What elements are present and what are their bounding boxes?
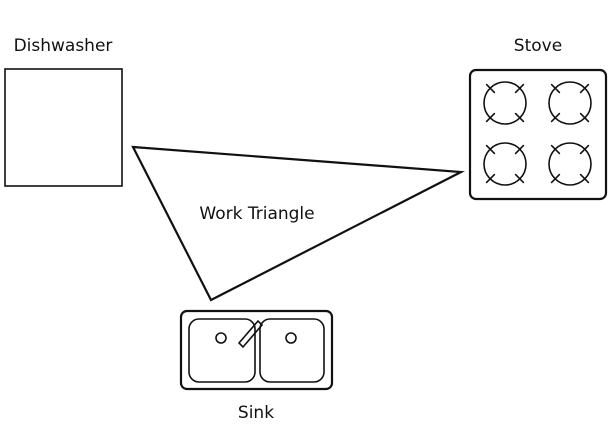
burner-ring — [483, 142, 527, 186]
sink-label: Sink — [238, 403, 274, 423]
burner-grate-tab — [579, 112, 590, 123]
stove: Stove — [468, 36, 608, 201]
burner-grate-tab — [550, 144, 561, 155]
sink-drain-left — [215, 332, 227, 344]
sink-outer-rim — [179, 309, 334, 391]
burner-grate-tab — [485, 173, 496, 184]
sink-basin-right — [259, 318, 325, 383]
sink-basin-left — [188, 318, 256, 383]
burner-grate-tab — [485, 83, 496, 94]
burner-grate-tab — [514, 112, 525, 123]
stove-burners — [483, 81, 592, 186]
sink: Sink — [179, 309, 334, 423]
burner-4 — [548, 142, 592, 186]
dishwasher-box — [4, 68, 123, 187]
burner-3 — [483, 142, 527, 186]
burner-grate-tab — [579, 144, 590, 155]
stove-label: Stove — [514, 36, 562, 56]
burner-grate-tab — [514, 173, 525, 184]
burner-1 — [483, 81, 527, 125]
burner-grate-tab — [485, 144, 496, 155]
burner-grate-tab — [485, 112, 496, 123]
dishwasher: Dishwasher — [4, 36, 123, 187]
burner-2 — [548, 81, 592, 125]
burner-grate-tab — [579, 83, 590, 94]
burner-ring — [483, 81, 527, 125]
work-triangle-label: Work Triangle — [199, 204, 314, 224]
burner-grate-tab — [550, 173, 561, 184]
dishwasher-label: Dishwasher — [14, 36, 113, 56]
burner-ring — [548, 142, 592, 186]
work-triangle-shape — [131, 145, 465, 302]
sink-faucet — [237, 319, 264, 349]
sink-drain-right — [285, 332, 297, 344]
burner-grate-tab — [550, 112, 561, 123]
burner-ring — [548, 81, 592, 125]
work-triangle: Work Triangle — [131, 145, 465, 302]
burner-grate-tab — [514, 83, 525, 94]
burner-grate-tab — [550, 83, 561, 94]
burner-grate-tab — [579, 173, 590, 184]
stove-cooktop — [468, 68, 608, 201]
burner-grate-tab — [514, 144, 525, 155]
